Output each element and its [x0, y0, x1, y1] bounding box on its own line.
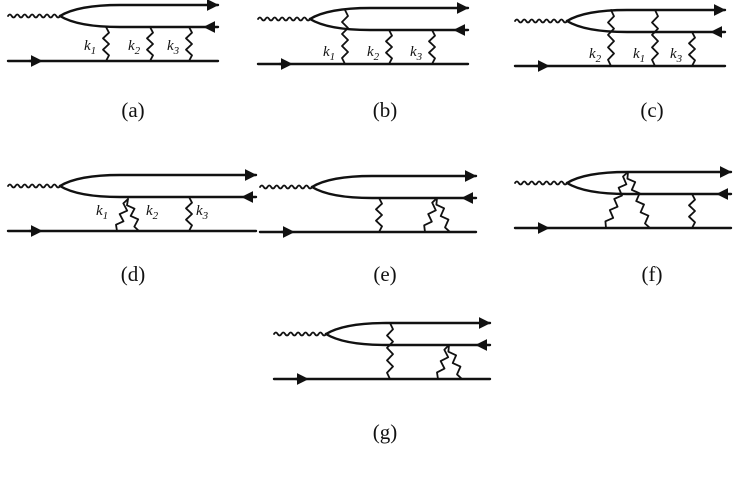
panel-label-g: (g): [372, 420, 398, 444]
panel-label-b: (b): [372, 98, 398, 122]
gluon-exchange: [651, 9, 659, 67]
antiquark-line: [324, 332, 492, 347]
panel-g: [272, 317, 492, 385]
photon-line: [257, 16, 311, 22]
gluon-exchange: [375, 197, 383, 233]
antiquark-line: [565, 181, 733, 196]
panel-a: k1 k2 k3: [6, 0, 220, 67]
gluon-exchange: [447, 344, 463, 380]
momentum-label-a-2: k2: [128, 38, 141, 57]
antiquark-line: [565, 19, 727, 34]
photon-line: [273, 331, 327, 337]
gluon-exchange: [341, 9, 349, 65]
panel-c: k2 k1 k3: [513, 4, 727, 72]
gluon-exchange: [428, 29, 436, 65]
panel-label-e: (e): [373, 262, 397, 286]
antiquark-line: [308, 17, 470, 32]
photon-line: [259, 184, 313, 190]
gluon-exchange: [423, 197, 438, 233]
gluon-exchange: [185, 196, 193, 232]
momentum-label-c-2: k1: [633, 46, 645, 65]
momentum-label-c-1: k2: [589, 46, 602, 65]
photon-line: [7, 183, 61, 189]
panel-label-f: (f): [641, 262, 663, 286]
gluon-exchange: [688, 31, 696, 67]
gluon-exchange: [146, 26, 154, 62]
gluon-exchange: [386, 322, 394, 380]
gluon-exchange: [436, 344, 450, 380]
momentum-label-b-3: k3: [410, 44, 423, 63]
quark-line-upper: [565, 8, 727, 23]
momentum-label-a-3: k3: [167, 38, 180, 57]
quark-line-upper: [308, 6, 470, 21]
momentum-label-d-3: k3: [196, 203, 209, 222]
antiquark-line: [310, 185, 478, 200]
panel-e: [258, 170, 478, 238]
momentum-label-b-2: k2: [367, 44, 380, 63]
momentum-label-a-1: k1: [84, 38, 96, 57]
gluon-exchange: [115, 198, 129, 232]
gluon-exchange: [626, 171, 651, 229]
momentum-label-c-3: k3: [670, 46, 683, 65]
panel-label-c: (c): [640, 98, 664, 122]
photon-line: [514, 180, 568, 186]
gluon-exchange: [385, 29, 393, 65]
photon-line: [514, 18, 568, 24]
gluon-exchange: [607, 9, 615, 67]
panel-d: k1 k2 k3: [6, 169, 258, 237]
antiquark-line: [58, 184, 258, 199]
momentum-label-b-1: k1: [323, 44, 335, 63]
quark-line-upper: [58, 173, 258, 188]
gluon-exchange: [688, 193, 696, 229]
panel-f: [513, 166, 733, 234]
momentum-label-d-2: k2: [146, 203, 159, 222]
gluon-exchange: [126, 198, 140, 232]
quark-line-upper: [310, 174, 478, 189]
antiquark-line: [58, 14, 220, 29]
gluon-exchange: [435, 197, 451, 233]
gluon-exchange: [102, 26, 110, 62]
panel-label-d: (d): [120, 262, 146, 286]
quark-line-upper: [58, 3, 220, 18]
quark-line-upper: [324, 321, 492, 336]
gluon-exchange: [185, 26, 193, 62]
quark-line-upper: [565, 170, 733, 185]
gluon-exchange: [604, 171, 629, 229]
panel-b: k1 k2 k3: [256, 2, 470, 70]
panel-label-a: (a): [121, 98, 145, 122]
diagram-panels: k1 k2 k3 k1 k2 k3 k2 k1 k3 k1 k2 k3: [6, 0, 733, 385]
photon-line: [7, 13, 61, 19]
momentum-label-d-1: k1: [96, 203, 108, 222]
